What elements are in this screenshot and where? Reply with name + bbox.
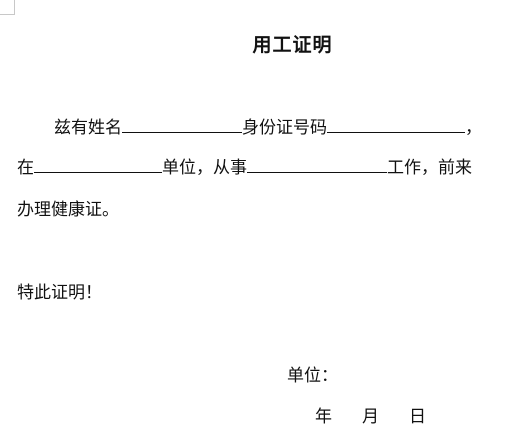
unit-signature-label: 单位： — [287, 366, 338, 386]
day-label: 日 — [409, 407, 426, 427]
line1-punctuation: ， — [465, 118, 482, 138]
occupation-blank[interactable] — [247, 156, 387, 173]
year-label: 年 — [315, 407, 332, 427]
page-corner-marker — [0, 0, 15, 15]
date-line: 年月日 — [315, 406, 426, 428]
unit-blank[interactable] — [34, 156, 162, 173]
body-line-2: 在 单位，从事 工作，前来 — [17, 156, 472, 179]
body-line-1: 兹有姓名 身份证号码 ， — [54, 116, 482, 139]
closing-statement: 特此证明！ — [17, 283, 102, 303]
id-number-label: 身份证号码 — [242, 118, 327, 138]
document-title: 用工证明 — [252, 34, 333, 56]
at-label: 在 — [17, 158, 34, 178]
id-number-blank[interactable] — [327, 116, 465, 133]
occupation-label: 单位，从事 — [162, 158, 247, 178]
name-blank[interactable] — [122, 116, 242, 133]
body-line-3: 办理健康证。 — [17, 200, 119, 220]
line2-tail: 工作，前来 — [387, 158, 472, 178]
month-label: 月 — [362, 407, 379, 427]
name-label: 兹有姓名 — [54, 118, 122, 138]
